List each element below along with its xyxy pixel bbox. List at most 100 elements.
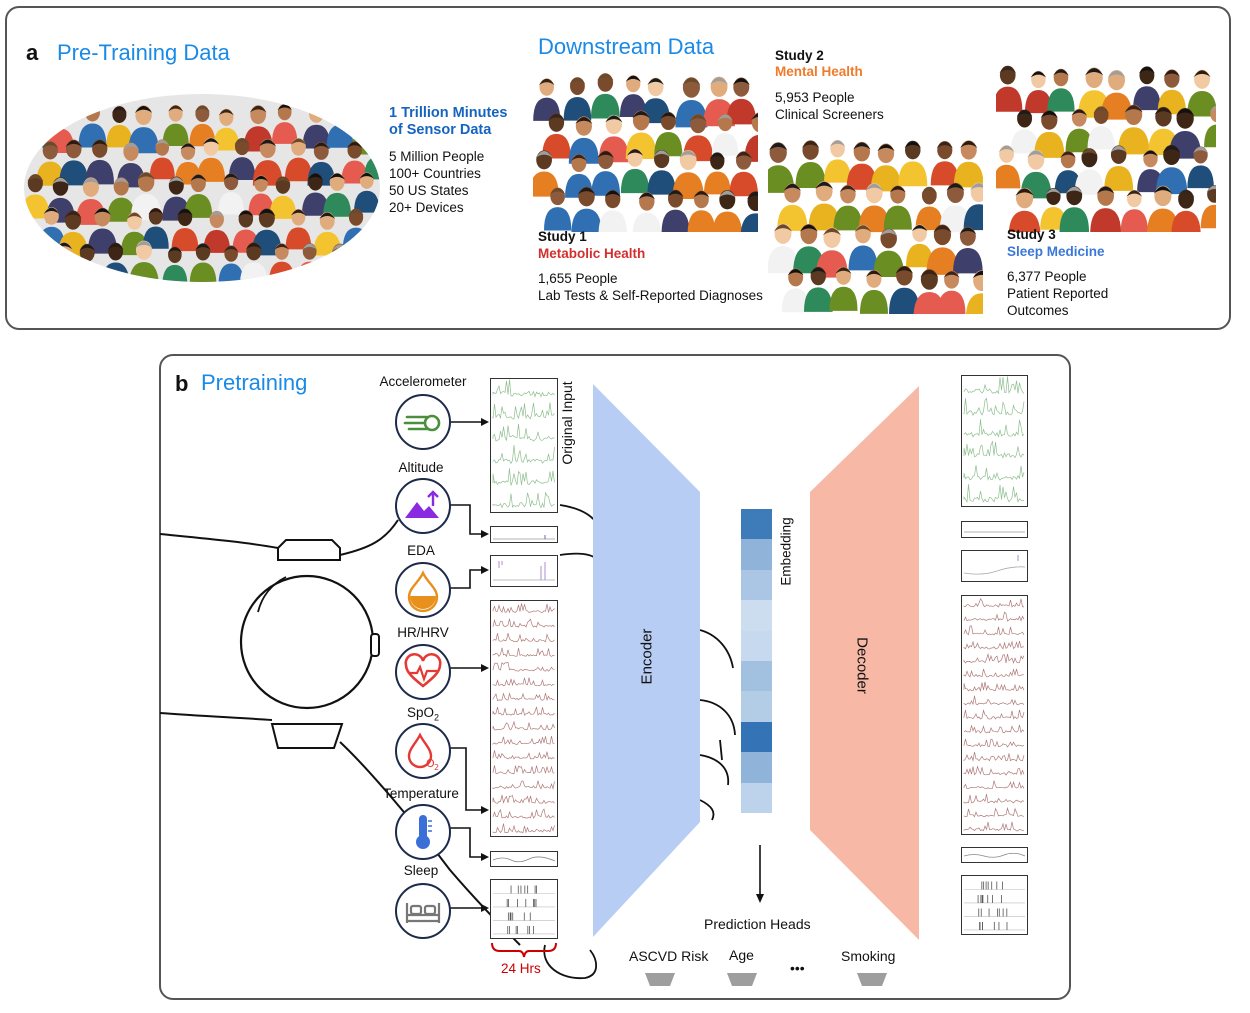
sensor-label-hrhrv: HR/HRV (397, 625, 449, 640)
signal-trace (963, 794, 1025, 804)
crowd-person (184, 174, 213, 218)
pretraining-stat: 5 Million People (389, 149, 485, 164)
crowd-person (1117, 104, 1150, 155)
signal-trace (963, 419, 1025, 438)
crowd-person (1147, 185, 1179, 232)
crowd-person (930, 141, 959, 186)
head-ellipsis: ••• (790, 960, 805, 976)
signal-trace (492, 647, 555, 658)
crowd-person (1074, 148, 1105, 195)
signal-box-temperature (490, 851, 558, 867)
crowd-person (1204, 105, 1216, 148)
crowd-person (963, 182, 983, 231)
embedding-cell (741, 691, 772, 722)
crowd-person (269, 176, 297, 219)
signal-trace (492, 808, 555, 819)
crowd-person (795, 140, 826, 189)
crowd-person (59, 139, 89, 186)
pretraining-stat: 100+ Countries (389, 166, 481, 181)
pretraining-crowd-illustration (24, 94, 380, 282)
crowd-person (1200, 185, 1216, 229)
mountain-icon (395, 478, 451, 534)
crowd-person (898, 140, 928, 187)
embedding-cell (741, 600, 772, 631)
encoder-label: Encoder (638, 628, 656, 685)
signal-trace (963, 440, 1025, 459)
signal-box-eda (490, 555, 558, 587)
signal-box-altitude (490, 526, 558, 543)
droplet-icon (395, 562, 451, 618)
recon-box-hr (961, 595, 1028, 835)
crowd-person (953, 226, 983, 274)
crowd-person (189, 243, 217, 282)
crowd-person (808, 181, 840, 231)
signal-trace (492, 618, 555, 628)
recon-box-eda (961, 550, 1028, 582)
crowd-person (913, 269, 946, 314)
crowd-person (1008, 187, 1041, 232)
signal-trace (963, 695, 1025, 706)
signal-trace (963, 668, 1024, 678)
study3-people: 6,377 People (1007, 269, 1087, 284)
study1-detail: Lab Tests & Self-Reported Diagnoses (538, 288, 763, 303)
signal-trace (963, 611, 1025, 622)
original-input-label: Original Input (559, 381, 575, 465)
prediction-head-shapes (645, 973, 887, 986)
signal-trace (492, 706, 555, 716)
crowd-person (563, 77, 592, 121)
embedding-cell (741, 721, 772, 753)
heart-icon (395, 644, 451, 700)
crowd-person (858, 183, 890, 233)
study1-people: 1,655 People (538, 271, 618, 286)
crowd-person (1187, 69, 1216, 117)
crowd-person (149, 139, 175, 180)
signal-trace (492, 780, 555, 790)
accelerometer-icon (395, 394, 451, 450)
signal-box-sleep (490, 879, 558, 939)
study1-crowd-illustration (533, 73, 758, 232)
crowd-person (591, 150, 621, 196)
head-smoking: Smoking (841, 948, 896, 964)
sensor-minutes-headline: 1 Trillion Minutes of Sensor Data (389, 105, 508, 138)
crowd-person (848, 224, 878, 271)
study3-topic: Sleep Medicine (1007, 244, 1105, 259)
crowd-person (171, 208, 199, 252)
crowd-person (781, 268, 810, 313)
signal-trace (492, 603, 555, 614)
signal-trace (963, 484, 1025, 503)
study2-crowd-illustration (768, 139, 983, 314)
crowd-person (217, 173, 245, 215)
panel-b-label: b (175, 371, 189, 396)
recon-box-temperature (961, 847, 1028, 863)
duration-brace (491, 942, 557, 958)
bed-icon (395, 883, 451, 939)
crowd-person (1059, 186, 1089, 232)
crowd-person (590, 73, 620, 119)
signal-trace (492, 633, 555, 643)
crowd-person (729, 151, 758, 197)
crowd-person (543, 187, 572, 231)
signal-trace (963, 765, 1025, 776)
recon-box-sleep (961, 875, 1028, 935)
crowd-person (598, 189, 627, 232)
head-ascvd-risk: ASCVD Risk (629, 948, 709, 964)
crowd-person (228, 137, 256, 181)
crowd-person (285, 209, 312, 250)
crowd-person (1034, 110, 1065, 158)
signal-trace (492, 750, 555, 760)
signal-box-hr (490, 600, 558, 837)
signal-trace (492, 491, 555, 509)
svg-text:2: 2 (434, 763, 439, 772)
embedding-cell (741, 569, 772, 601)
crowd-person (661, 189, 690, 232)
signal-trace (492, 423, 555, 442)
crowd-person (197, 137, 226, 182)
crowd-person (251, 208, 282, 256)
crowd-person (965, 270, 983, 314)
pretraining-stat: 20+ Devices (389, 200, 464, 215)
signal-trace (492, 692, 555, 702)
signal-trace (492, 445, 555, 465)
crowd-person (939, 182, 972, 233)
crowd-person (1104, 145, 1134, 191)
